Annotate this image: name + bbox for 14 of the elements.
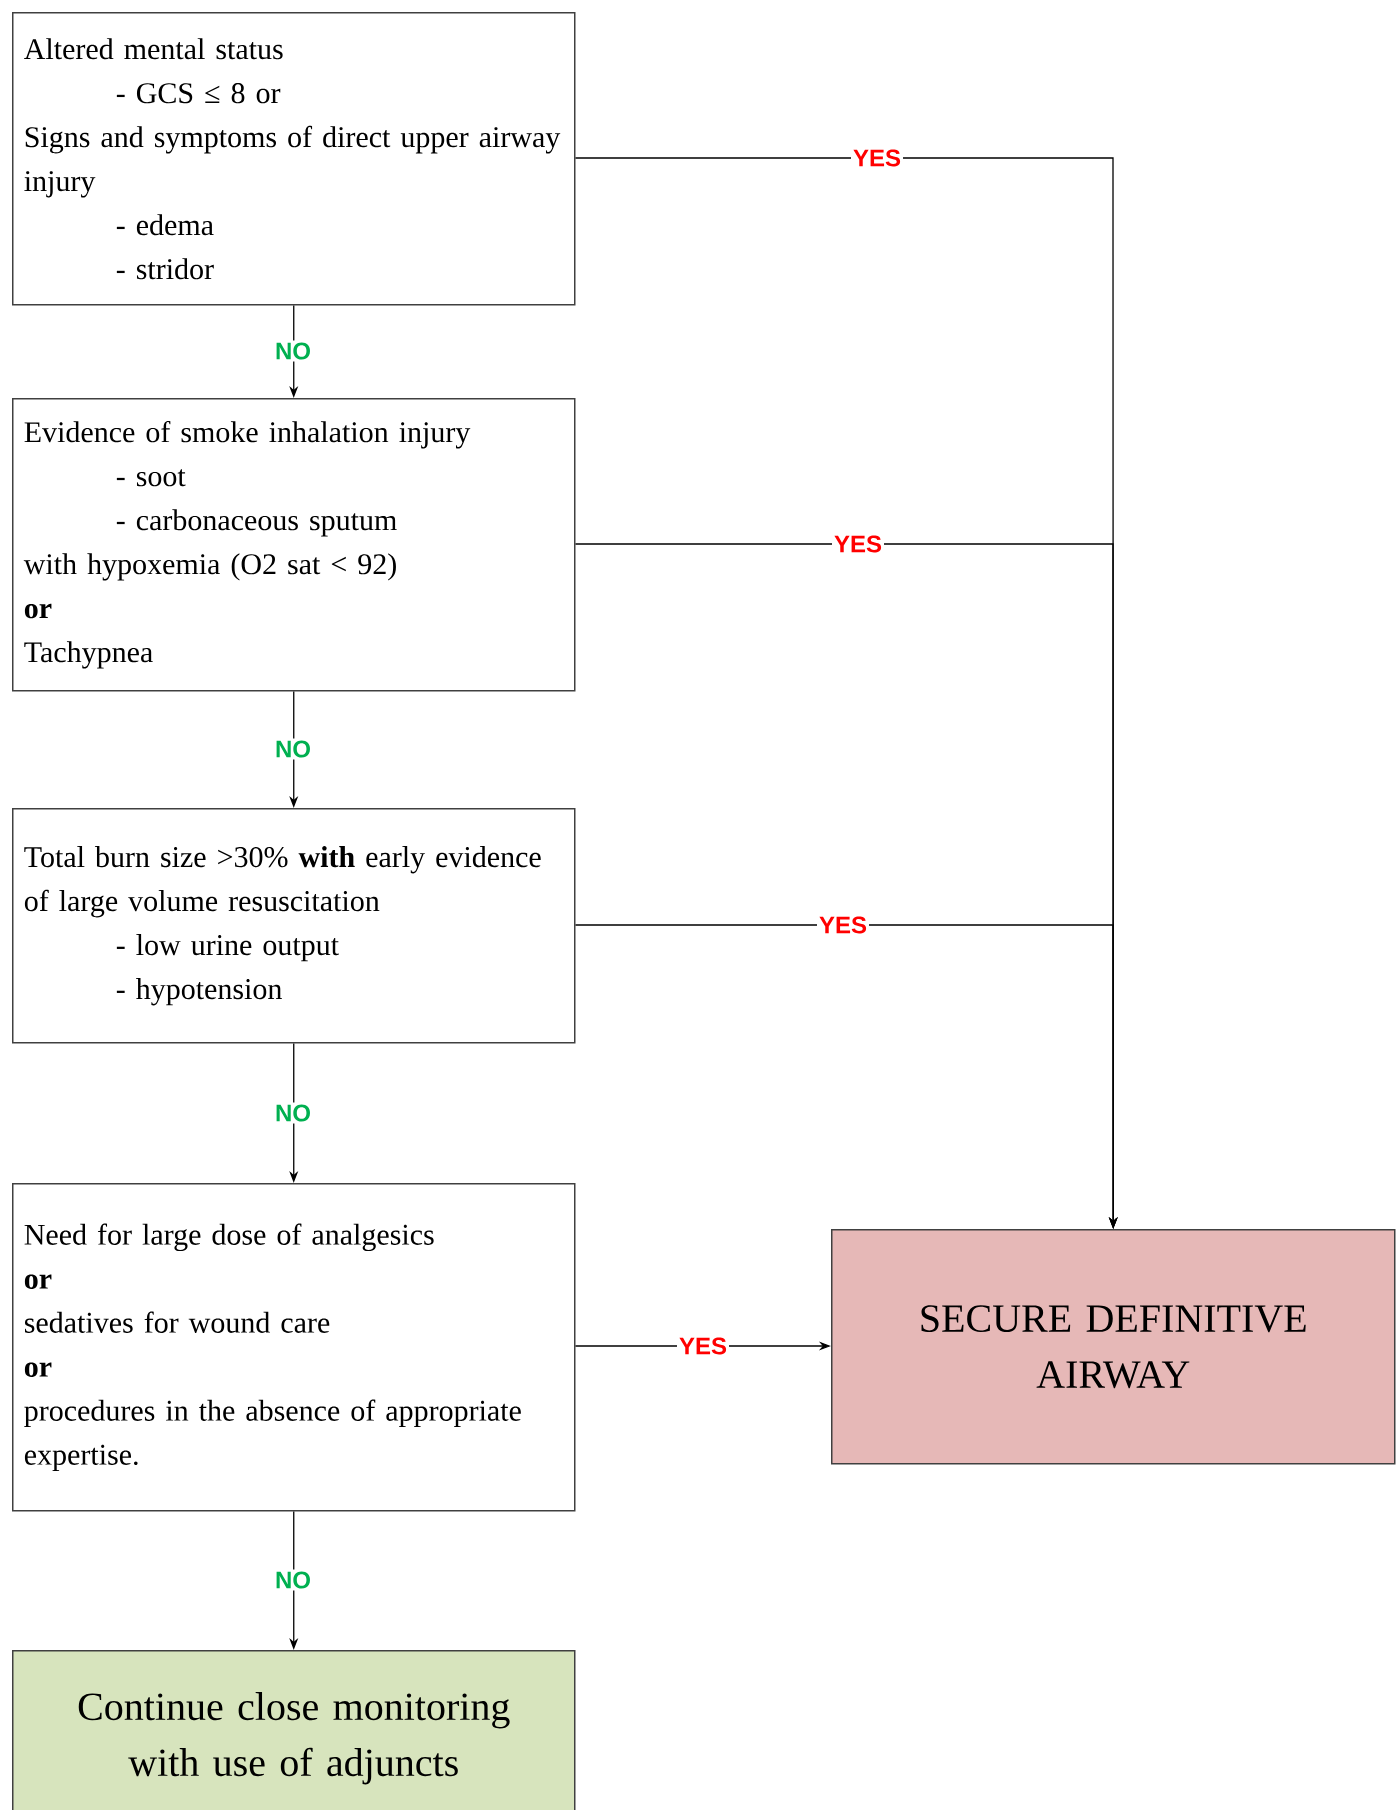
- condition-box: Need for large dose of analgesics or sedatives for wound care or procedures in the absence of appropriate expertise.: [12, 1183, 576, 1512]
- outcome-box: Continue close monitoring with use of adjuncts: [12, 1650, 576, 1810]
- condition-box: Total burn size >30% with early evidence of large volume resuscitation - low urine output - hypotension: [12, 808, 576, 1044]
- condition-box: Evidence of smoke inhalation injury - soot - carbonaceous sputum with hypoxemia (O2 sat < 92) or Tachypnea: [12, 398, 576, 692]
- edge-label: NO: [273, 738, 313, 760]
- edge-label: YES: [817, 914, 869, 936]
- condition-box: Altered mental status - GCS ≤ 8 or Signs and symptoms of direct upper airway injury - edema - stridor: [12, 12, 576, 306]
- edge-label: YES: [677, 1335, 729, 1357]
- edge-label: YES: [832, 533, 884, 555]
- edge-label: YES: [851, 147, 903, 169]
- outcome-box: SECURE DEFINITIVE AIRWAY: [831, 1229, 1396, 1465]
- edge-label: NO: [273, 1569, 313, 1591]
- edge-label: NO: [273, 340, 313, 362]
- edge-label: NO: [273, 1102, 313, 1124]
